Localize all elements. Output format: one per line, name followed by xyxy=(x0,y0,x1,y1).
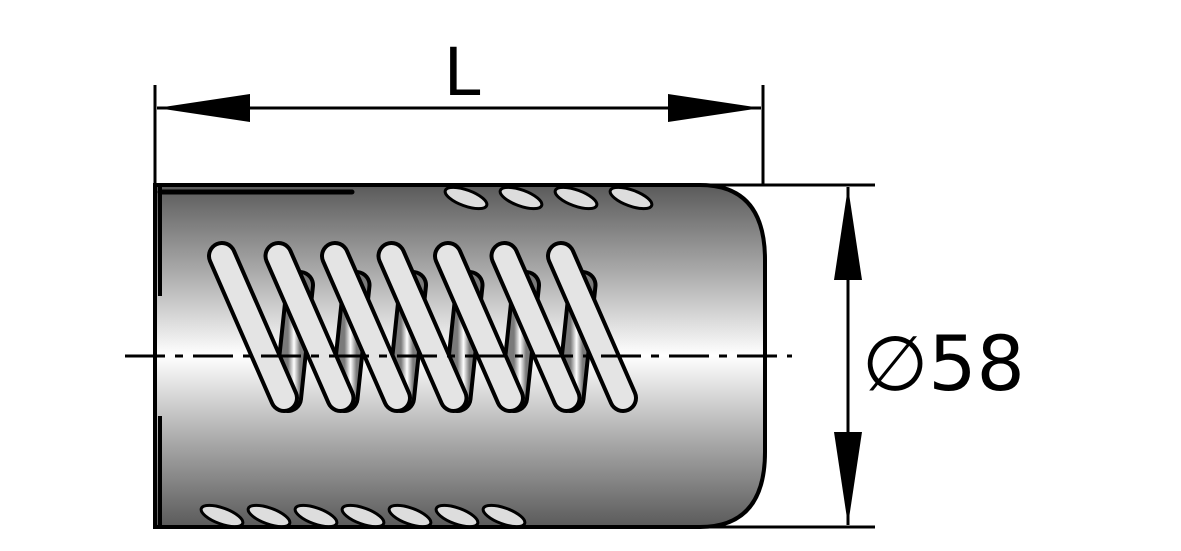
slot-fill xyxy=(324,245,408,409)
arrow-left-icon xyxy=(157,94,250,122)
top-eyelet xyxy=(443,185,489,211)
slot-fill xyxy=(437,245,521,409)
slot-fill xyxy=(493,245,578,409)
top-eyelet xyxy=(608,185,654,211)
bottom-eyelet xyxy=(293,503,339,529)
bottom-eyelet xyxy=(434,503,480,529)
arrow-up-icon xyxy=(834,187,862,280)
slot-fill xyxy=(211,245,295,409)
length-label: L xyxy=(444,34,481,111)
slot-fill xyxy=(267,245,352,409)
bottom-eyelet xyxy=(481,503,527,529)
bottom-eyelet xyxy=(246,503,292,529)
diameter-label: ∅58 xyxy=(862,319,1025,408)
arrow-down-icon xyxy=(834,432,862,525)
top-eyelet xyxy=(498,185,544,211)
top-eyelet xyxy=(553,185,599,211)
bottom-eyelet xyxy=(340,503,386,529)
slot-fill xyxy=(380,245,465,409)
bottom-eyelet xyxy=(199,503,245,529)
bottom-eyelet xyxy=(387,503,433,529)
slot-fill xyxy=(550,245,634,409)
eyelet-group xyxy=(199,185,654,529)
arrow-right-icon xyxy=(668,94,761,122)
slot-group xyxy=(207,241,638,413)
